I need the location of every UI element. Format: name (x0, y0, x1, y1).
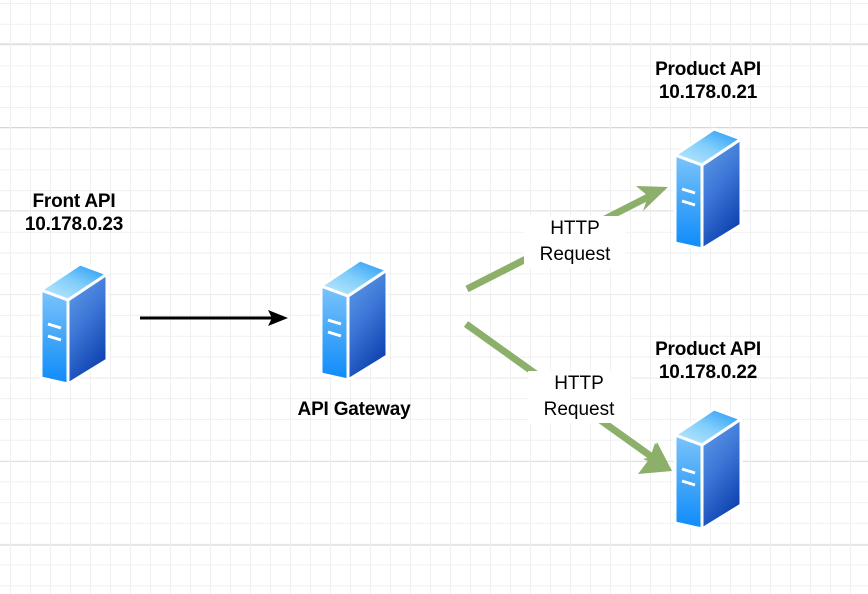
node-api-gateway-label: API Gateway (278, 398, 430, 421)
node-product-api-21-label-line1: Product API (655, 59, 761, 80)
node-front-api-label: Front API 10.178.0.23 (3, 190, 145, 236)
node-front-api-label-line1: Front API (32, 191, 116, 212)
server-icon (673, 127, 743, 249)
edge-label-gateway-to-product-21: HTTP Request (524, 216, 626, 268)
edge-label-gateway-to-product-22: HTTP Request (528, 371, 630, 423)
edge-front-to-gateway (140, 310, 288, 326)
node-product-api-22-label: Product API 10.178.0.22 (627, 338, 789, 384)
node-product-api-21-label: Product API 10.178.0.21 (627, 58, 789, 104)
server-icon (673, 407, 743, 529)
edge-label-22-line1: HTTP (554, 373, 604, 394)
node-front-api-label-line2: 10.178.0.23 (24, 214, 124, 235)
node-api-gateway-label-line1: API Gateway (297, 399, 411, 420)
node-product-api-22-label-line1: Product API (655, 339, 761, 360)
edge-label-21-line2: Request (539, 244, 611, 265)
server-icon (319, 258, 389, 380)
edge-label-21-line1: HTTP (550, 218, 600, 239)
server-icon (39, 262, 109, 384)
node-product-api-21-label-line2: 10.178.0.21 (658, 82, 758, 103)
edge-label-22-line2: Request (543, 399, 615, 420)
node-product-api-22-label-line2: 10.178.0.22 (658, 362, 758, 383)
